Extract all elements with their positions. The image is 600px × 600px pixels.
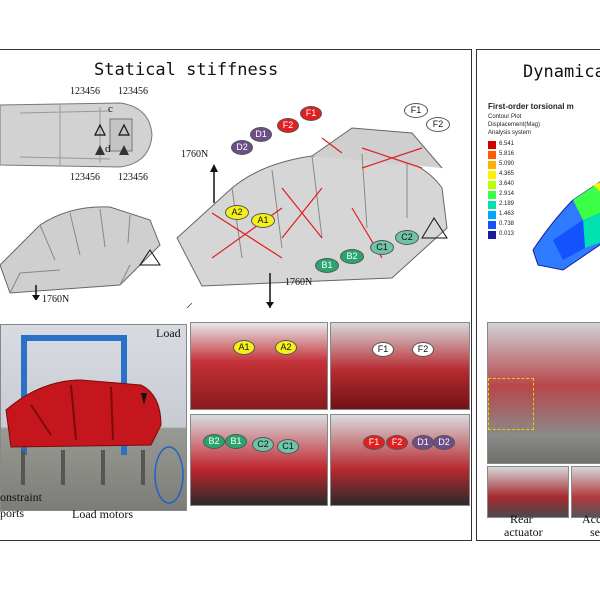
plot-line-1: Contour Plot bbox=[488, 114, 522, 120]
legend-value: 2.189 bbox=[499, 201, 515, 207]
legend-value: 5.816 bbox=[499, 151, 515, 157]
legend-value: 5.090 bbox=[499, 161, 515, 167]
detail-photo-side-bc bbox=[190, 414, 328, 506]
accelerometer-label-1: Acc bbox=[582, 512, 600, 526]
force-label-bottom: 1760N bbox=[285, 277, 313, 288]
dof-label: 123456 bbox=[70, 86, 100, 97]
dynamic-panel: Dynamica First-order torsional m Contour… bbox=[476, 49, 600, 541]
panel-title-dynamic: Dynamica bbox=[523, 62, 600, 82]
photo-tag-f1: F1 bbox=[372, 342, 394, 357]
legend-swatch bbox=[488, 201, 496, 209]
rear-actuator-photo bbox=[487, 466, 569, 518]
dof-label: 123456 bbox=[70, 172, 100, 183]
tag-a1: A1 bbox=[251, 213, 275, 228]
legend-swatch bbox=[488, 171, 496, 179]
photo-tag-f2: F2 bbox=[412, 342, 434, 357]
photo-tag-a2: A2 bbox=[275, 340, 297, 355]
accelerometer-photo bbox=[571, 466, 600, 518]
tag-f1-red: F1 bbox=[300, 106, 322, 121]
tag-f1-white: F1 bbox=[404, 103, 428, 118]
legend-swatch bbox=[488, 191, 496, 199]
legend-value: 0.738 bbox=[499, 221, 515, 227]
force-label-left: 1760N bbox=[42, 294, 70, 305]
legend-swatch bbox=[488, 211, 496, 219]
photo-tag-a1: A1 bbox=[233, 340, 255, 355]
detail-photo-side-fd bbox=[330, 414, 470, 506]
tag-d2: D2 bbox=[231, 140, 253, 155]
legend-value: 2.914 bbox=[499, 191, 515, 197]
plot-line-2: Displacement(Mag) bbox=[488, 122, 541, 128]
tag-f2: F2 bbox=[277, 118, 299, 133]
tag-b2: B2 bbox=[340, 249, 364, 264]
legend-swatch bbox=[488, 151, 496, 159]
legend-swatch bbox=[488, 181, 496, 189]
legend-value: 6.541 bbox=[499, 141, 515, 147]
dynamic-test-photo bbox=[487, 322, 600, 464]
rear-actuator-label-1: Rear bbox=[510, 512, 533, 526]
legend-swatch bbox=[488, 161, 496, 169]
photo-tag-d1: D1 bbox=[412, 435, 434, 450]
plot-title: First-order torsional m bbox=[488, 102, 574, 111]
load-motors-annotation: Load motors bbox=[72, 507, 133, 521]
photo-tag-c1: C1 bbox=[277, 439, 299, 454]
point-label-c: c bbox=[108, 103, 113, 115]
point-label-d: d bbox=[105, 143, 111, 155]
test-rig-photo bbox=[0, 324, 187, 511]
tag-d1: D1 bbox=[250, 127, 272, 142]
chassis-top-view bbox=[0, 102, 153, 168]
plot-line-3: Analysis system bbox=[488, 130, 532, 136]
accelerometer-label-2: se bbox=[590, 525, 600, 539]
photo-tag-b2: B2 bbox=[203, 434, 225, 449]
photo-tag-d2: D2 bbox=[433, 435, 455, 450]
photo-tag-f2-b: F2 bbox=[386, 435, 408, 450]
tag-a2: A2 bbox=[225, 205, 249, 220]
dof-label: 123456 bbox=[118, 86, 148, 97]
constraint-annotation: onstraint bbox=[0, 490, 42, 504]
body-in-white-iso-main bbox=[176, 127, 448, 308]
detail-photo-front-a bbox=[190, 322, 328, 410]
legend-value: 4.365 bbox=[499, 171, 515, 177]
contour-legend: 6.541 5.816 5.090 4.365 3.640 2.914 2.189 1.463… bbox=[488, 141, 528, 251]
tag-c1: C1 bbox=[370, 240, 394, 255]
load-annotation: Load bbox=[156, 326, 181, 340]
rear-actuator-label-2: actuator bbox=[504, 525, 543, 539]
legend-value: 3.640 bbox=[499, 181, 515, 187]
force-label-top: 1760N bbox=[181, 149, 209, 160]
legend-value: 0.013 bbox=[499, 231, 515, 237]
tag-c2: C2 bbox=[395, 230, 419, 245]
legend-swatch bbox=[488, 141, 496, 149]
dof-label: 123456 bbox=[118, 172, 148, 183]
photo-tag-c2: C2 bbox=[252, 437, 274, 452]
photo-tag-b1: B1 bbox=[225, 434, 247, 449]
tag-f2-white: F2 bbox=[426, 117, 450, 132]
body-in-white-iso-left bbox=[0, 206, 161, 300]
statical-stiffness-panel: Statical stiffness 123456 123456 123456 … bbox=[0, 49, 472, 541]
contour-plot-body bbox=[532, 181, 600, 271]
tag-b1: B1 bbox=[315, 258, 339, 273]
legend-value: 1.463 bbox=[499, 211, 515, 217]
panel-title-statical: Statical stiffness bbox=[94, 60, 279, 80]
photo-tag-f1-b: F1 bbox=[363, 435, 385, 450]
supports-annotation: ports bbox=[0, 506, 24, 520]
legend-swatch bbox=[488, 231, 496, 239]
legend-swatch bbox=[488, 221, 496, 229]
detail-photo-rear-f bbox=[330, 322, 470, 410]
